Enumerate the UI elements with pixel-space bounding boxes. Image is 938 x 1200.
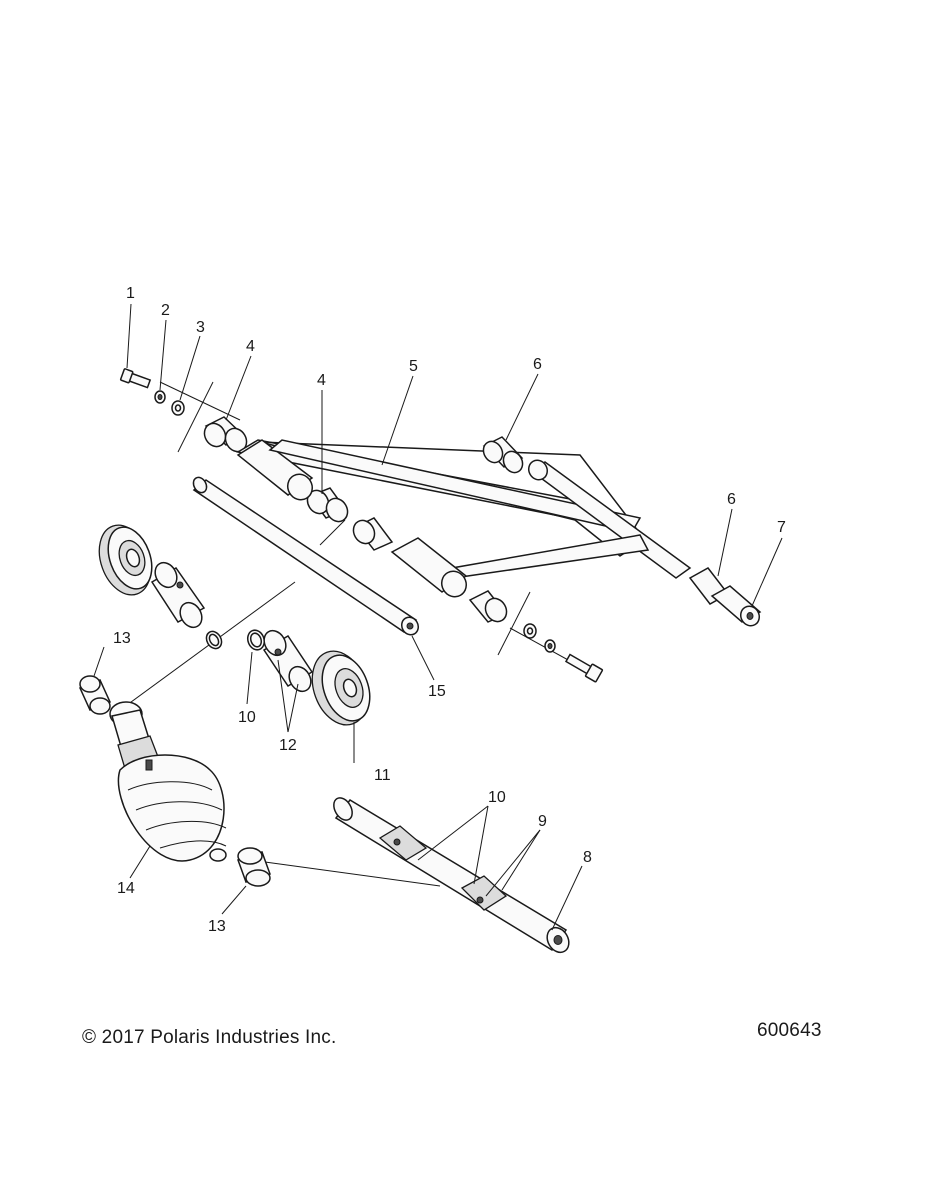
callout-13-top: 13 xyxy=(113,630,131,647)
bolt-part-1 xyxy=(119,368,152,389)
wheel-part-11-right xyxy=(311,650,371,726)
bushing-part-4-right xyxy=(306,487,349,523)
a-arm-part-5 xyxy=(235,439,692,598)
callout-2: 2 xyxy=(161,302,170,319)
callout-10-right: 10 xyxy=(488,789,506,806)
callout-12: 12 xyxy=(279,737,297,754)
callout-1: 1 xyxy=(126,285,135,302)
bushing-pair-center xyxy=(352,517,508,623)
bushing-part-13-bottom xyxy=(237,847,271,887)
washer-right-2 xyxy=(544,639,556,653)
callout-5: 5 xyxy=(409,358,418,375)
callout-4-right: 4 xyxy=(317,372,326,389)
callout-10-left: 10 xyxy=(238,709,256,726)
bolt-right xyxy=(564,653,604,683)
callout-13-bottom: 13 xyxy=(208,918,226,935)
callout-9: 9 xyxy=(538,813,547,830)
drawing-number: 600643 xyxy=(757,1020,822,1041)
o-ring-left xyxy=(205,630,223,650)
washer-part-2 xyxy=(154,390,166,404)
spacer-left xyxy=(150,561,206,629)
collar-part-9-left xyxy=(378,825,428,861)
callout-8: 8 xyxy=(583,849,592,866)
callout-labels: 1 2 3 4 4 5 6 6 7 13 10 12 15 11 10 9 8 … xyxy=(113,285,786,935)
wheel-part-11-left xyxy=(98,524,153,596)
shock-part-14 xyxy=(109,701,227,862)
bushing-part-4-left xyxy=(203,416,248,453)
callout-4-left: 4 xyxy=(246,338,255,355)
callout-7: 7 xyxy=(777,519,786,536)
callout-6-top: 6 xyxy=(533,356,542,373)
callout-14: 14 xyxy=(117,880,135,897)
callout-3: 3 xyxy=(196,319,205,336)
washer-right-1 xyxy=(523,623,537,639)
bushing-part-13-top xyxy=(78,675,112,715)
pivot-shaft-part-7 xyxy=(710,585,762,627)
alignment-lines xyxy=(111,381,591,887)
leader-lines xyxy=(93,303,783,931)
washer-part-3 xyxy=(171,400,185,416)
callout-11: 11 xyxy=(374,767,391,784)
collar-part-9-right xyxy=(460,875,508,911)
o-ring-part-10 xyxy=(246,629,266,651)
bushing-part-6-top xyxy=(482,436,524,474)
copyright-notice: © 2017 Polaris Industries Inc. xyxy=(82,1027,337,1048)
pivot-shaft-part-15 xyxy=(192,476,420,636)
spacer-part-12 xyxy=(262,629,314,693)
callout-15: 15 xyxy=(428,683,446,700)
callout-6-right: 6 xyxy=(727,491,736,508)
